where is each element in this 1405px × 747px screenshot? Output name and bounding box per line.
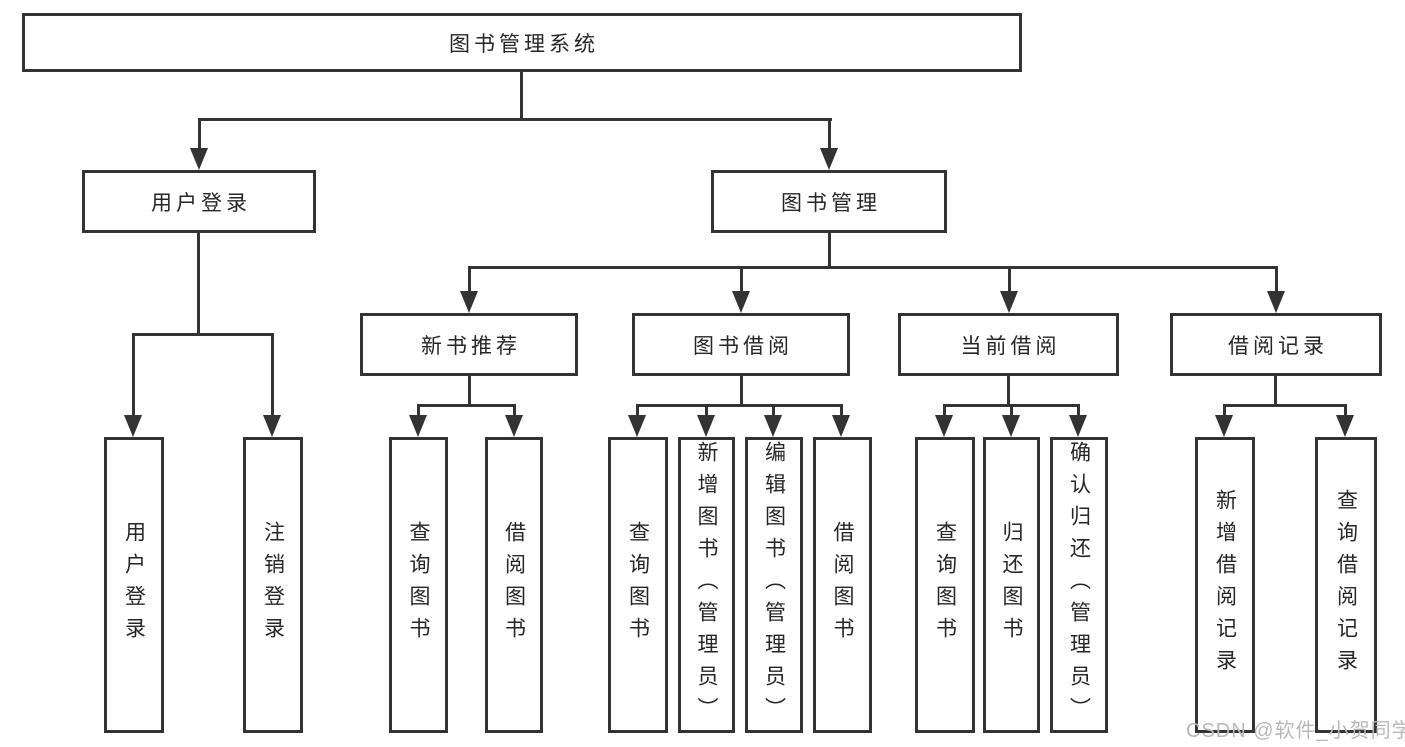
leaf-node-add-borrow-record: 新增借阅记录 bbox=[1195, 437, 1255, 733]
connector-line bbox=[1077, 404, 1080, 417]
leaf-node-borrow-books: 借阅图书 bbox=[813, 437, 872, 733]
connector-line bbox=[132, 333, 274, 336]
arrow-down-icon bbox=[820, 148, 838, 170]
arrow-down-icon bbox=[124, 415, 142, 437]
connector-line bbox=[828, 118, 831, 152]
arrow-down-icon bbox=[832, 415, 850, 437]
arrow-down-icon bbox=[1000, 291, 1018, 313]
leaf-node-add-book-admin: 新增图书（管理员） bbox=[678, 437, 735, 733]
connector-line bbox=[1344, 404, 1347, 417]
arrow-down-icon bbox=[697, 415, 715, 437]
connector-line bbox=[636, 404, 843, 407]
arrow-down-icon bbox=[1336, 415, 1354, 437]
connector-line bbox=[705, 404, 708, 417]
leaf-node-confirm-return-admin: 确认归还（管理员） bbox=[1050, 437, 1108, 733]
connector-line bbox=[197, 233, 200, 335]
arrow-down-icon bbox=[190, 148, 208, 170]
connector-line bbox=[271, 333, 274, 417]
arrow-down-icon bbox=[1215, 415, 1233, 437]
leaf-label: 归还图书 bbox=[1000, 521, 1023, 649]
connector-line bbox=[1223, 404, 1226, 417]
arrow-down-icon bbox=[1069, 415, 1087, 437]
leaf-label: 借阅图书 bbox=[502, 521, 526, 649]
category-node-new-book-recommend: 新书推荐 bbox=[360, 313, 578, 376]
leaf-label: 编辑图书（管理员） bbox=[762, 441, 786, 729]
leaf-node-borrow-books-recommend: 借阅图书 bbox=[485, 437, 543, 733]
branch-node-user-login: 用户登录 bbox=[82, 170, 316, 233]
branch-node-book-management: 图书管理 bbox=[711, 170, 947, 233]
category-node-book-borrow: 图书借阅 bbox=[632, 313, 850, 376]
arrow-down-icon bbox=[1267, 291, 1285, 313]
connector-line bbox=[1010, 404, 1013, 417]
leaf-node-query-borrow-record: 查询借阅记录 bbox=[1315, 437, 1377, 733]
connector-line bbox=[1274, 376, 1277, 407]
arrow-down-icon bbox=[1002, 415, 1020, 437]
arrow-down-icon bbox=[732, 291, 750, 313]
connector-line bbox=[1275, 266, 1278, 293]
leaf-label: 查询借阅记录 bbox=[1334, 489, 1358, 681]
root-node-library-management-system: 图书管理系统 bbox=[22, 13, 1022, 72]
arrow-down-icon bbox=[263, 415, 281, 437]
leaf-node-query-books-current: 查询图书 bbox=[915, 437, 975, 733]
connector-line bbox=[1007, 376, 1010, 407]
leaf-label: 查询图书 bbox=[407, 521, 430, 649]
connector-line bbox=[740, 266, 743, 293]
connector-line bbox=[513, 404, 516, 417]
connector-line bbox=[417, 404, 420, 417]
arrow-down-icon bbox=[628, 415, 646, 437]
leaf-node-query-books-borrow: 查询图书 bbox=[608, 437, 668, 733]
connector-line bbox=[828, 233, 831, 269]
connector-line bbox=[468, 266, 471, 293]
arrow-down-icon bbox=[460, 291, 478, 313]
connector-line bbox=[840, 404, 843, 417]
leaf-node-logout: 注销登录 bbox=[243, 437, 303, 733]
leaf-label: 新增借阅记录 bbox=[1213, 489, 1237, 681]
connector-line bbox=[943, 404, 946, 417]
connector-line bbox=[468, 376, 471, 407]
connector-line bbox=[198, 118, 832, 121]
leaf-label: 查询图书 bbox=[933, 521, 957, 649]
leaf-node-return-books: 归还图书 bbox=[983, 437, 1040, 733]
connector-line bbox=[132, 333, 135, 417]
arrow-down-icon bbox=[409, 415, 427, 437]
leaf-node-user-login: 用户登录 bbox=[104, 437, 164, 733]
leaf-label: 用户登录 bbox=[122, 521, 146, 649]
leaf-node-edit-book-admin: 编辑图书（管理员） bbox=[745, 437, 803, 733]
arrow-down-icon bbox=[935, 415, 953, 437]
leaf-label: 查询图书 bbox=[626, 521, 650, 649]
connector-line bbox=[1008, 266, 1011, 293]
connector-line bbox=[1223, 404, 1347, 407]
connector-line bbox=[636, 404, 639, 417]
leaf-label: 借阅图书 bbox=[831, 521, 854, 649]
connector-line bbox=[520, 72, 523, 120]
category-node-borrow-records: 借阅记录 bbox=[1170, 313, 1382, 376]
csdn-watermark: CSDN @软件_小贺同学 bbox=[1186, 720, 1405, 742]
arrow-down-icon bbox=[764, 415, 782, 437]
connector-line bbox=[198, 118, 201, 152]
connector-line bbox=[468, 266, 1278, 269]
leaf-label: 确认归还（管理员） bbox=[1067, 441, 1091, 729]
connector-line bbox=[740, 376, 743, 407]
leaf-node-query-books-recommend: 查询图书 bbox=[389, 437, 448, 733]
connector-line bbox=[772, 404, 775, 417]
category-node-current-borrow: 当前借阅 bbox=[898, 313, 1119, 376]
arrow-down-icon bbox=[505, 415, 523, 437]
leaf-label: 注销登录 bbox=[261, 521, 285, 649]
leaf-label: 新增图书（管理员） bbox=[695, 441, 718, 729]
connector-line bbox=[417, 404, 516, 407]
